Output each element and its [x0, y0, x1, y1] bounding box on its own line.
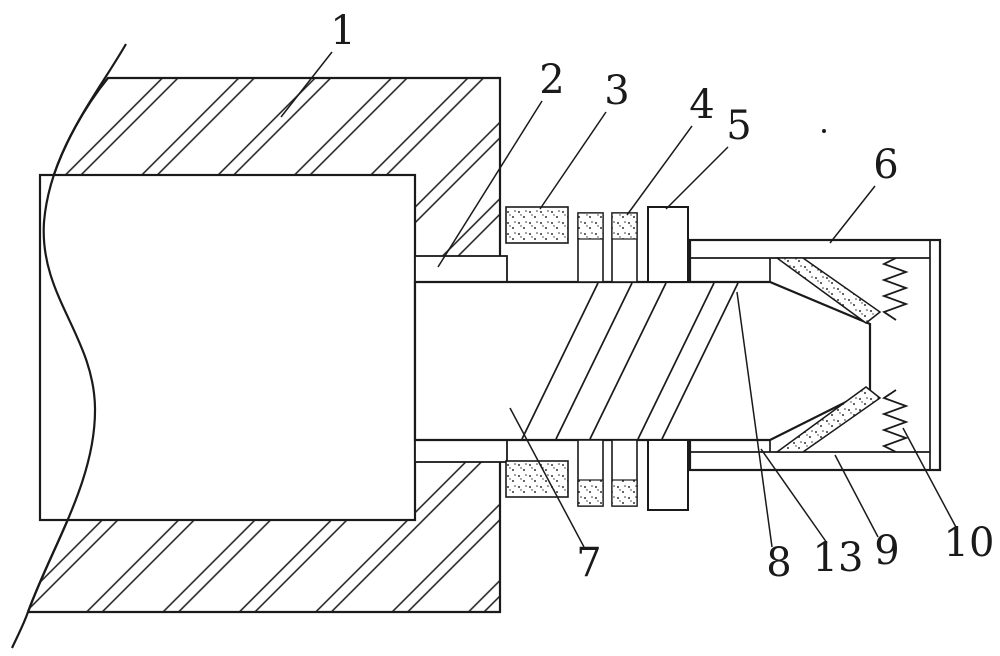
leader-9 — [834, 454, 879, 538]
callout-5: 5 — [726, 103, 751, 149]
spring-top — [881, 257, 909, 321]
shaft-thread-line — [555, 282, 633, 440]
seal-block-bottom — [505, 460, 569, 498]
callout-8: 8 — [766, 540, 791, 586]
shaft-thread-line — [661, 282, 739, 440]
leader-2 — [437, 100, 543, 268]
leader-7 — [509, 407, 585, 548]
collar-top — [647, 206, 689, 283]
leader-1 — [280, 51, 333, 118]
callout-6: 6 — [873, 142, 898, 188]
shaft-thread-line — [637, 282, 715, 440]
callout-4: 4 — [689, 82, 714, 128]
callout-7: 7 — [576, 540, 601, 586]
ring-bottom-2-cap — [611, 479, 638, 507]
shaft-body — [413, 280, 872, 442]
shaft-thread-line — [521, 282, 599, 440]
callout-9: 9 — [874, 528, 899, 574]
stray-dot — [822, 129, 826, 133]
leader-8 — [736, 291, 773, 548]
callout-1: 1 — [330, 8, 355, 54]
leader-5 — [665, 146, 729, 210]
ring-bottom-1-cap — [577, 479, 604, 507]
leader-6 — [829, 185, 876, 244]
spring-bottom — [881, 389, 909, 453]
shaft-thread-lines — [521, 282, 739, 440]
callout-labels: 1 2 3 4 5 6 7 8 13 9 10 — [330, 8, 994, 586]
callout-10: 10 — [944, 520, 995, 566]
break-line-curve — [10, 43, 127, 649]
shaft-thread-line — [589, 282, 667, 440]
ring-set — [577, 212, 638, 507]
wedge-top — [774, 257, 882, 324]
leader-10 — [902, 427, 958, 530]
callout-13: 13 — [813, 535, 864, 581]
leader-3 — [539, 111, 607, 210]
callout-2: 2 — [539, 57, 564, 103]
wedge-bottom — [774, 386, 882, 453]
leader-lines — [280, 51, 958, 548]
ring-top-1-cap — [577, 212, 604, 240]
bore-cavity — [38, 173, 417, 522]
leader-4 — [626, 125, 693, 216]
leader-13 — [760, 448, 828, 544]
collar-bottom — [647, 439, 689, 511]
seal-block-top — [505, 206, 569, 244]
callout-3: 3 — [604, 68, 629, 114]
ring-top-2-cap — [611, 212, 638, 240]
